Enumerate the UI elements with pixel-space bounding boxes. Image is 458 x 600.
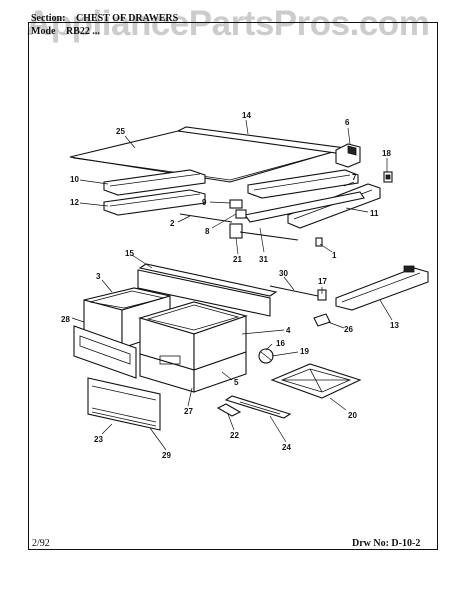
tray-frame-part <box>270 363 362 399</box>
callout-30: 30 <box>279 269 288 278</box>
strip-part <box>216 403 242 417</box>
cover-panel-part <box>137 263 278 317</box>
callout-2: 2 <box>170 219 175 228</box>
clip-hole <box>385 174 391 180</box>
callout-12: 12 <box>70 198 79 207</box>
callout-8: 8 <box>205 227 210 236</box>
callout-6: 6 <box>345 118 350 127</box>
support-block-part <box>229 223 243 239</box>
left-lower-rail-part <box>103 189 206 216</box>
divider-rod-part <box>269 285 319 297</box>
callout-14: 14 <box>242 111 251 120</box>
right-crisper-drawer-part <box>138 301 248 371</box>
callout-27: 27 <box>184 407 193 416</box>
callout-13: 13 <box>390 321 399 330</box>
callout-4: 4 <box>286 326 291 335</box>
roller-part <box>229 199 243 209</box>
callout-3: 3 <box>96 272 101 281</box>
callout-9: 9 <box>202 198 207 207</box>
callout-11: 11 <box>370 209 379 218</box>
callout-22: 22 <box>230 431 239 440</box>
model-value: RB22 ... <box>65 26 100 37</box>
hinge-part <box>313 313 331 327</box>
callout-5: 5 <box>234 378 239 387</box>
section-label: Section: <box>31 13 66 24</box>
leader-lines <box>71 119 393 451</box>
callout-1: 1 <box>332 251 337 260</box>
callout-29: 29 <box>162 451 171 460</box>
callout-21: 21 <box>233 255 242 264</box>
callout-25-shelf: 25 <box>116 127 125 136</box>
footer-drawing-number: Drw No: D-10-2 <box>352 538 421 549</box>
callout-17: 17 <box>318 277 327 286</box>
small-clip-part <box>315 237 323 247</box>
callout-20: 20 <box>348 411 357 420</box>
left-upper-rail-part <box>103 169 206 196</box>
callout-28: 28 <box>61 315 70 324</box>
rod-part <box>179 213 233 223</box>
callout-15: 15 <box>125 249 134 258</box>
bottom-rail-part <box>224 395 292 419</box>
corner-bracket-part <box>335 143 361 168</box>
bracket-small-part <box>235 209 247 219</box>
section-title: CHEST OF DRAWERS <box>75 13 179 24</box>
callout-26: 26 <box>344 325 353 334</box>
model-label: Mode <box>31 26 56 37</box>
callout-18: 18 <box>382 149 391 158</box>
right-side-rail-part <box>335 265 429 311</box>
footer-date: 2/92 <box>32 538 50 549</box>
model-header: Mode RB22 ... <box>31 26 100 37</box>
slide-rail-part <box>244 191 365 223</box>
long-rod-part <box>239 231 299 241</box>
section-header: Section: CHEST OF DRAWERS <box>31 13 178 24</box>
callout-16: 16 <box>276 339 285 348</box>
diagram-frame <box>28 22 438 550</box>
knob-mark <box>260 351 272 361</box>
watermark: AppliancePartsPros.com <box>26 4 430 43</box>
right-upper-rail-part <box>247 169 359 199</box>
callout-19: 19 <box>300 347 309 356</box>
callout-10: 10 <box>70 175 79 184</box>
callout-31: 31 <box>259 255 268 264</box>
callout-7: 7 <box>352 173 357 182</box>
callout-23: 23 <box>94 435 103 444</box>
callout-24: 24 <box>282 443 291 452</box>
drawer-front-panel-part <box>139 351 247 393</box>
left-drawer-front-part <box>73 325 137 379</box>
drawer-cover-part <box>87 377 161 431</box>
callout-labels: 25 14 6 18 10 7 12 9 8 2 11 21 31 1 15 3… <box>61 111 399 460</box>
